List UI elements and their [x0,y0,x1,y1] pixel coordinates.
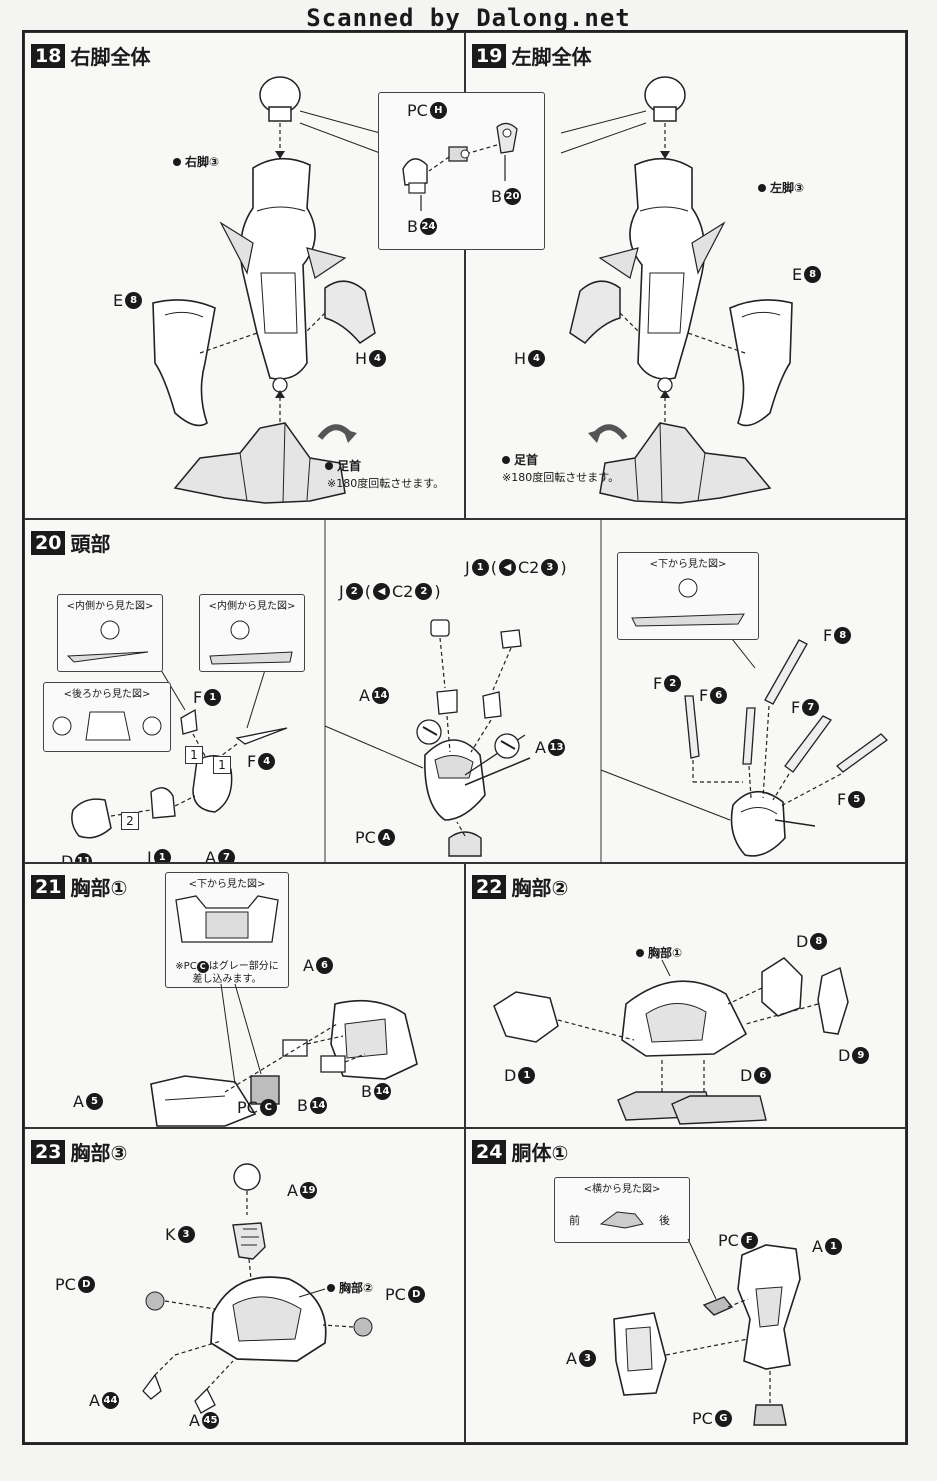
step-20-panel: 20 頭部 [24,519,906,863]
chest-3-diagram [142,1163,373,1414]
step-number: 24 [472,1139,507,1164]
step-title-text: 胸部② [511,876,569,900]
rotate-note: ※180度回転させます。 [327,477,445,490]
step-title-text: 胸部③ [70,1141,128,1165]
head-diagram [71,520,888,862]
inset-back-view: <後ろから見た図> [43,682,171,752]
right-leg-diagram [152,76,381,504]
rotate-note: ※180度回転させます。 [502,471,620,484]
inset-side-view: <横から見た図> 前 後 [554,1177,690,1243]
step-19-panel: 19 左脚全体 左脚③ [465,32,906,519]
step-23-title: 23 胸部③ [31,1137,127,1166]
substep-1a: 1 [185,746,203,764]
inset-inner-view-1: <内側から見た図> [57,594,163,672]
step-title-text: 胸部① [70,876,128,900]
substep-1b: 1 [213,756,231,774]
label-chest-2: 胸部② [327,1279,373,1296]
step-number: 22 [472,874,507,899]
scan-credit: Scanned by Dalong.net [306,4,631,32]
step-18-title: 18 右脚全体 [31,41,150,70]
step-title-text: 右脚全体 [70,45,151,69]
step-title-text: 頭部 [70,532,111,556]
step-title-text: 胴体① [511,1141,569,1165]
step-number: 18 [31,43,66,68]
step-number: 19 [472,43,507,68]
instruction-sheet: 18 右脚全体 [22,30,908,1445]
step-19-title: 19 左脚全体 [472,41,591,70]
substep-2: 2 [121,812,139,830]
step-number: 21 [31,874,66,899]
step-number: 23 [31,1139,66,1164]
step-22-title: 22 胸部② [472,872,568,901]
step-title-text: 左脚全体 [511,45,592,69]
label-chest-1: 胸部① [636,944,682,961]
torso-1-diagram [613,1238,801,1426]
label-ankle: 足首 [325,457,361,474]
step-21-title: 21 胸部① [31,872,127,901]
inset-inner-view-2: <内側から見た図> [199,594,305,672]
label-ankle: 足首 [502,451,538,468]
inset-bottom-view: <下から見た図> [617,552,759,640]
step-20-title: 20 頭部 [31,528,110,557]
label-left-leg-3: 左脚③ [758,179,804,196]
chest-2-diagram [493,957,849,1125]
step-24-title: 24 胴体① [472,1137,568,1166]
step-number: 20 [31,530,66,555]
left-leg-diagram [560,76,793,504]
label-right-leg-3: 右脚③ [173,153,219,170]
chest-1-diagram [150,983,418,1127]
